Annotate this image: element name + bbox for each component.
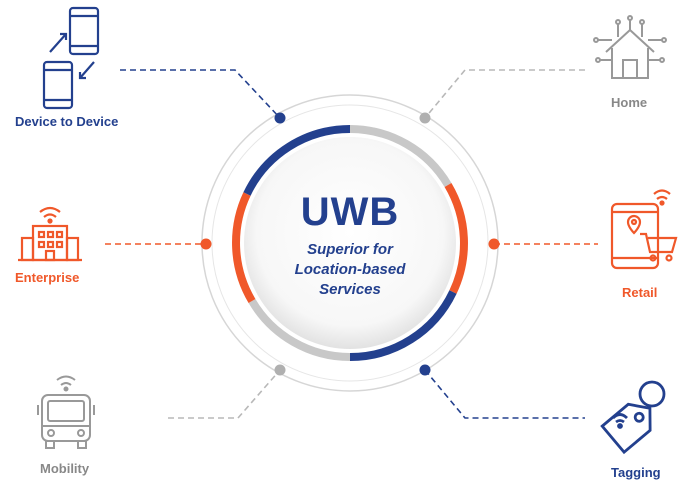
center-disc bbox=[244, 137, 456, 349]
dot-enterprise bbox=[200, 238, 212, 250]
dot-home bbox=[419, 112, 431, 124]
label-retail: Retail bbox=[622, 285, 658, 300]
label-tagging: Tagging bbox=[611, 465, 661, 480]
uwb-subtitle: Superior for Location-based Services bbox=[250, 240, 450, 300]
arc-navy-bottom bbox=[349, 290, 457, 362]
uwb-subtitle-line-3: Services bbox=[319, 281, 381, 298]
arc-gray-bottom bbox=[248, 298, 351, 361]
arc-orange-right bbox=[444, 182, 468, 294]
wifi-tag-icon bbox=[600, 380, 666, 455]
phone-cart-icon bbox=[610, 189, 678, 270]
uwb-subtitle-line-2: Location-based bbox=[294, 261, 406, 278]
dot-tagging bbox=[419, 364, 431, 376]
label-home: Home bbox=[611, 95, 648, 110]
label-enterprise: Enterprise bbox=[15, 270, 80, 285]
connector-device bbox=[120, 69, 281, 119]
smart-home-icon bbox=[593, 15, 667, 79]
building-wifi-icon bbox=[18, 206, 82, 262]
arc-orange-left bbox=[232, 192, 256, 304]
connectors bbox=[105, 69, 598, 419]
connector-tagging bbox=[424, 369, 585, 419]
dot-device bbox=[274, 112, 286, 124]
uwb-arc-ring bbox=[232, 124, 468, 362]
label-device-to-device: Device to Device bbox=[15, 114, 119, 129]
connector-home bbox=[424, 69, 585, 119]
uwb-subtitle-line-1: Superior for bbox=[307, 241, 393, 258]
uwb-title: UWB bbox=[300, 190, 400, 234]
dot-mobility bbox=[274, 364, 286, 376]
arc-gray-right bbox=[349, 125, 452, 188]
middle-ring bbox=[211, 104, 489, 382]
arc-navy-top bbox=[243, 124, 351, 196]
label-mobility: Mobility bbox=[40, 461, 90, 476]
phones-exchange-icon bbox=[42, 6, 100, 110]
dot-retail bbox=[488, 238, 500, 250]
bus-wifi-icon bbox=[37, 375, 95, 449]
connector-mobility bbox=[168, 369, 281, 419]
